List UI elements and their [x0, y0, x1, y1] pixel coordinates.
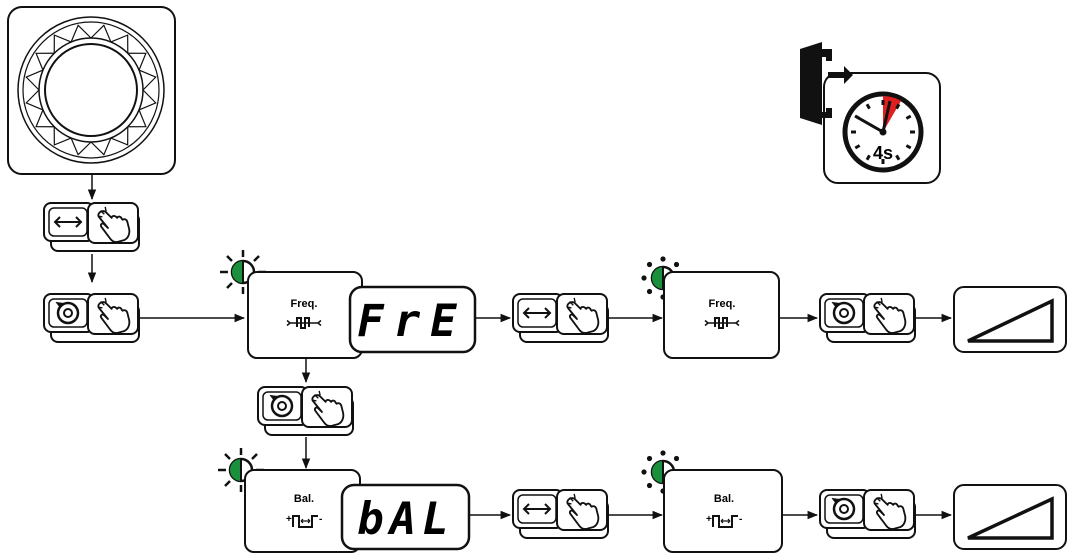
timeout-text: 4s [873, 143, 893, 163]
bal-label: Bal. [294, 493, 314, 505]
knob-ridge [110, 34, 129, 54]
rotary-knob-icon[interactable] [7, 6, 176, 175]
clock-tick [895, 154, 901, 161]
clock-tick [905, 144, 912, 150]
ramp-icon [953, 286, 1067, 353]
knob-ridge [53, 34, 72, 54]
knob-ridge [70, 137, 92, 156]
bal-label-2: Bal. [714, 493, 734, 505]
knob-ridge [35, 52, 55, 71]
display-freq [348, 285, 477, 354]
knob-ridge [25, 69, 44, 91]
knob-ridge [53, 126, 72, 146]
knob-ridge [127, 109, 147, 128]
display-bal [340, 483, 471, 551]
knob-ridge [127, 52, 147, 71]
knob-ridge [90, 24, 112, 43]
knob-ridge [90, 137, 112, 156]
exit-timeout-icon: 4s [800, 42, 941, 184]
clock-tick [854, 144, 861, 150]
clock-tick [865, 154, 871, 161]
toggle-button-3[interactable] [513, 490, 608, 538]
clock-tick [865, 103, 871, 110]
knob-ridge [35, 109, 55, 128]
rotate-button-1[interactable] [44, 294, 139, 342]
clock-tick [905, 114, 912, 120]
toggle-button-2[interactable] [513, 294, 608, 342]
knob-ridge [138, 89, 157, 111]
knob-ridge [70, 24, 92, 43]
bal-panel-blink [663, 469, 783, 553]
exit-door-icon [800, 42, 853, 125]
rotate-button-3[interactable] [258, 387, 353, 435]
freq-label-2: Freq. [709, 298, 736, 310]
toggle-button-1[interactable] [44, 203, 139, 251]
clock-tick [895, 103, 901, 110]
knob-ridge [110, 126, 129, 146]
freq-panel [247, 271, 363, 359]
knob-ridge [25, 89, 44, 111]
rotate-button-4[interactable] [820, 490, 915, 538]
display-bal-text: bAL [357, 494, 454, 545]
rotate-button-2[interactable] [820, 294, 915, 342]
display-freq-text: FrE [357, 296, 466, 347]
knob-ridge [138, 69, 157, 91]
freq-label: Freq. [291, 298, 318, 310]
freq-panel-blink [663, 271, 780, 359]
stopwatch-icon: 4s [842, 91, 924, 173]
ramp-icon-2 [953, 484, 1067, 550]
